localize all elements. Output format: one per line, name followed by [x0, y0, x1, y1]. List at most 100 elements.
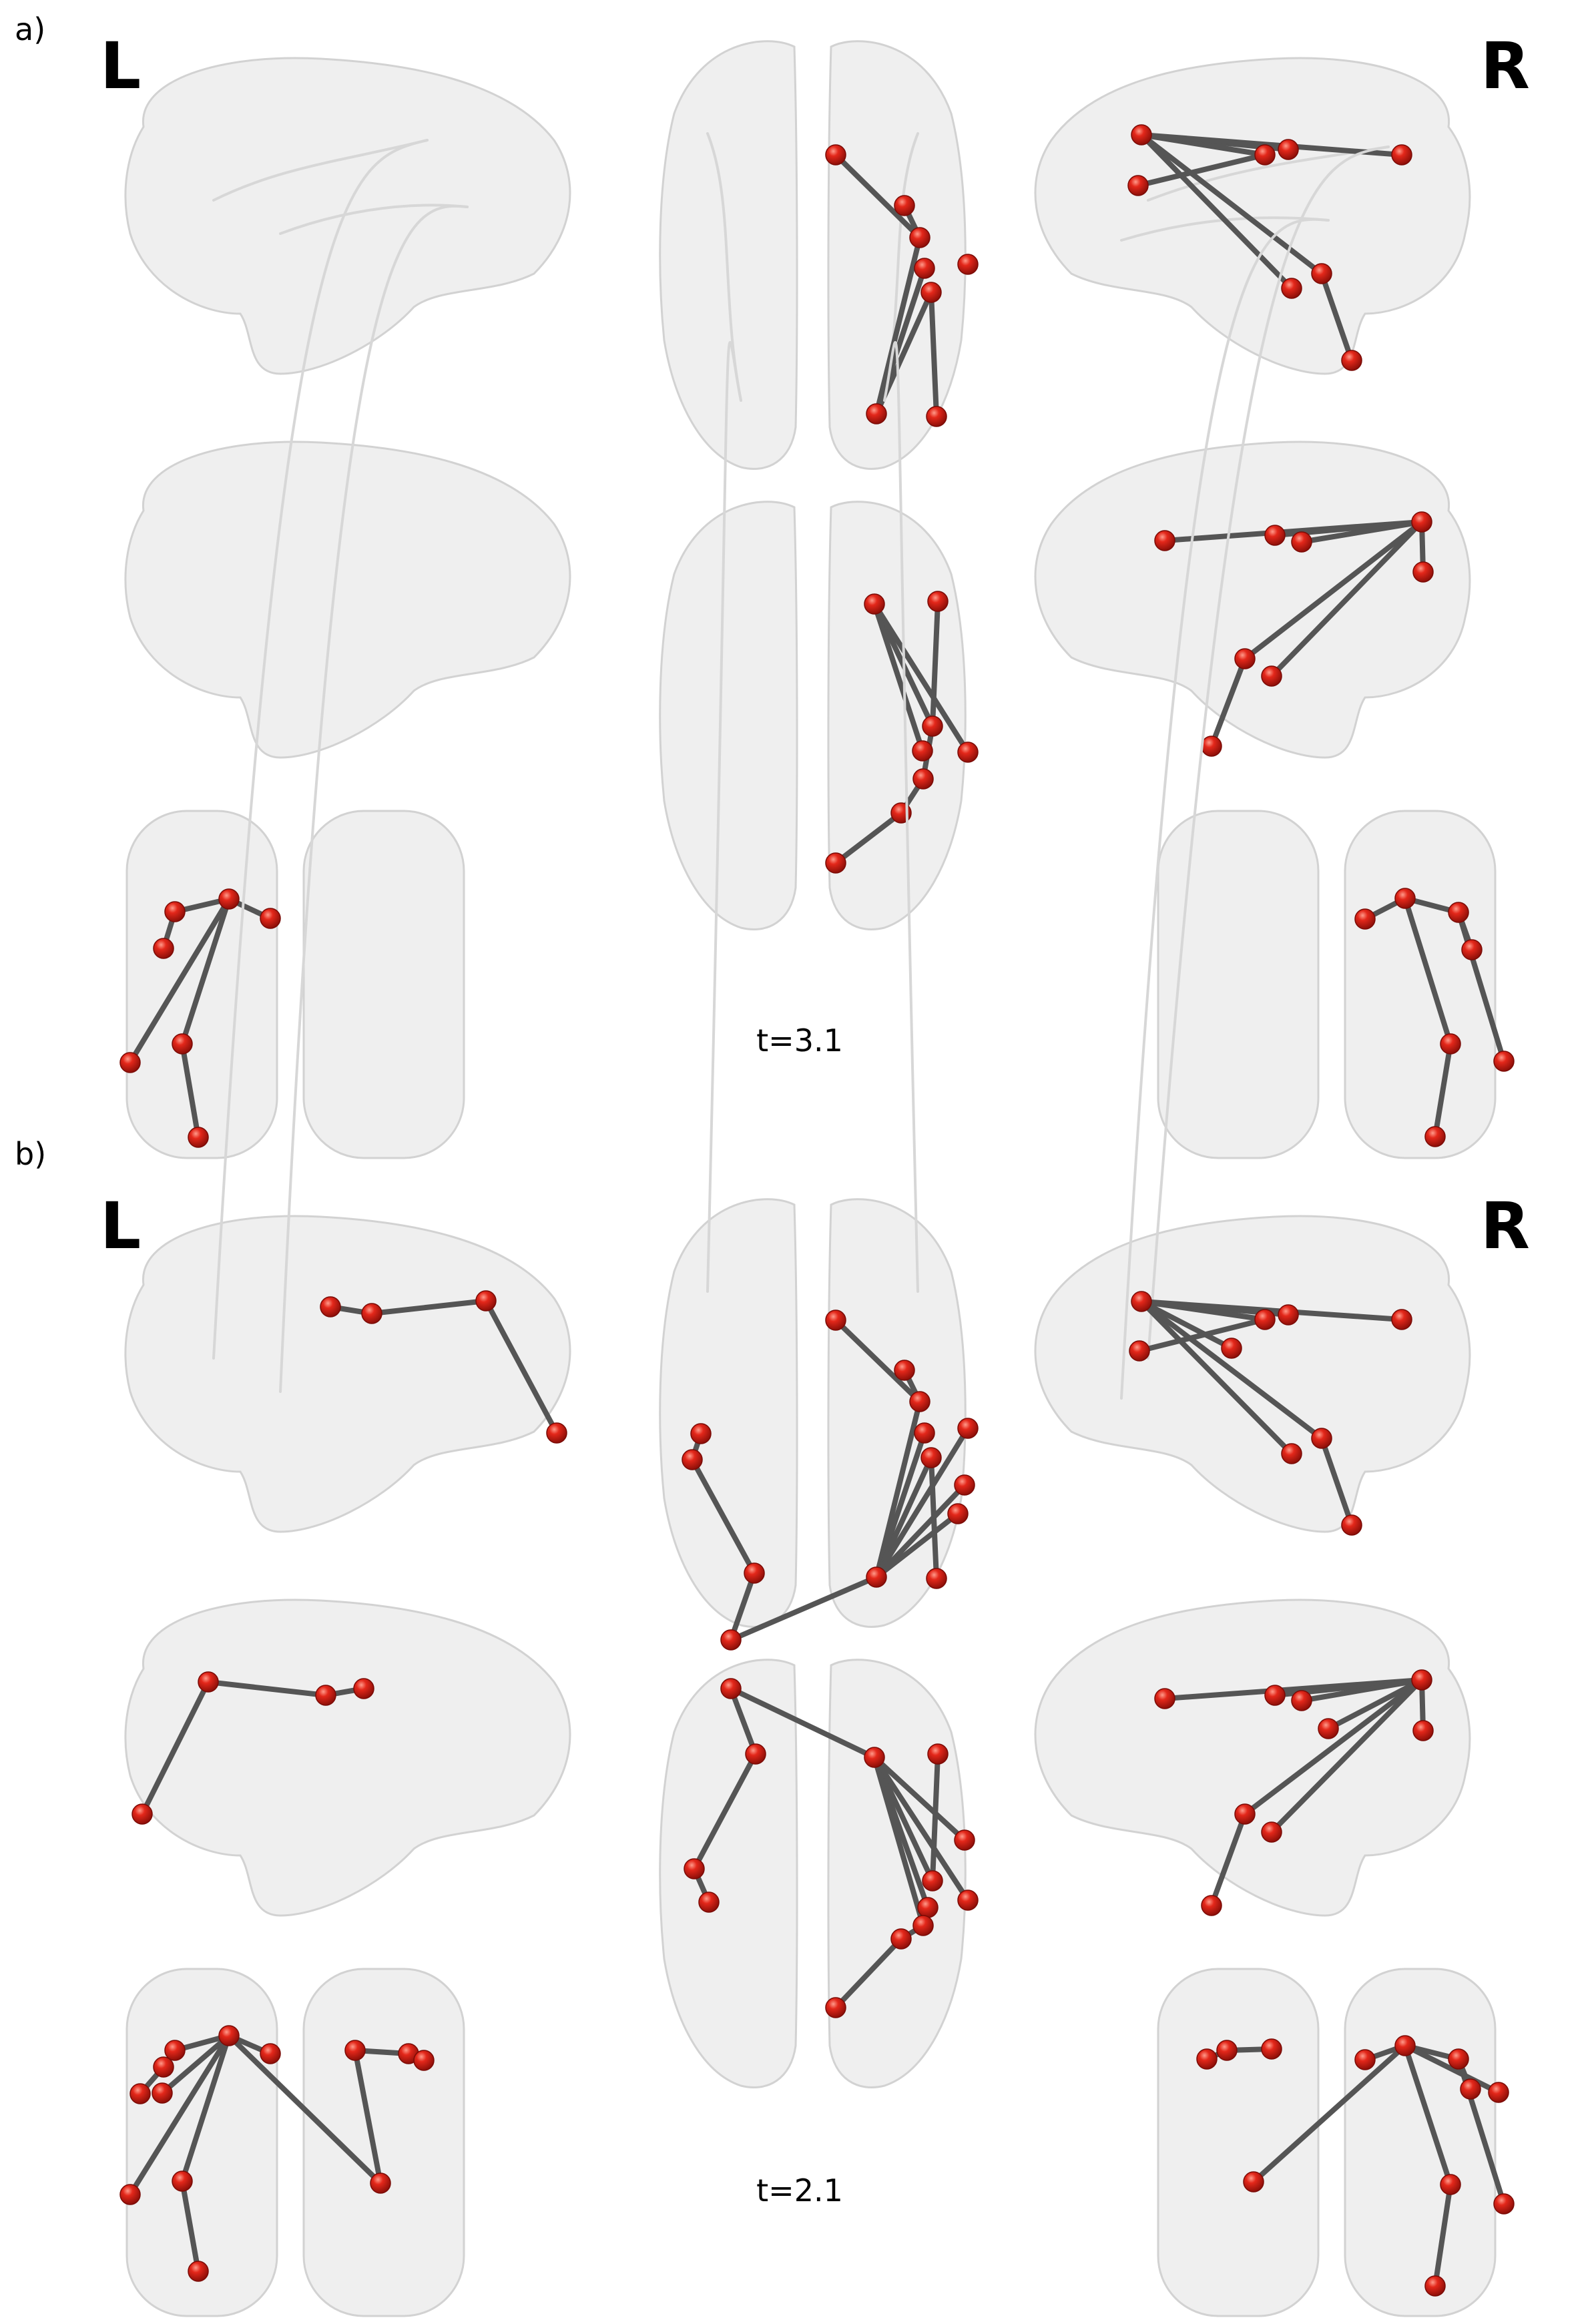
panel-a-sulcus-line: [279, 204, 469, 235]
panel-a-region-node: [1341, 350, 1362, 371]
panel-a-region-node: [912, 740, 933, 762]
panel-a-left-hemisphere-label: L: [100, 29, 141, 103]
panel-b-sulcus-line: [212, 139, 429, 1360]
panel-a-connection-edge: [1135, 152, 1268, 188]
panel-b-connection-edge: [833, 1318, 922, 1404]
panel-a-region-node: [926, 406, 947, 427]
panel-a-connection-edge: [1319, 271, 1354, 363]
panel-b-region-node: [1448, 2048, 1469, 2070]
panel-a-region-node: [1201, 736, 1222, 757]
panel-b-region-node: [1281, 1443, 1302, 1464]
panel-b-region-node: [1411, 1669, 1432, 1691]
panel-b-region-node: [546, 1422, 567, 1444]
panel-b-region-node: [188, 2261, 209, 2282]
panel-a-connection-edge: [180, 1041, 201, 1140]
panel-b-sulcus-line: [883, 341, 919, 1293]
panel-a-label: a): [15, 11, 45, 47]
panel-a-connection-edge: [1402, 896, 1453, 1047]
panel-a-region-node: [260, 908, 281, 929]
panel-b-sulcus-line: [279, 204, 469, 1393]
panel-b-connection-edge: [874, 1482, 967, 1580]
panel-a-region-node: [920, 282, 942, 303]
panel-b-connection-edge: [874, 1426, 971, 1580]
panel-b-region-node: [864, 1747, 885, 1768]
panel-b-region-node: [720, 1678, 742, 1699]
panel-a-connection-edge: [1432, 1041, 1453, 1139]
panel-a-region-node: [1254, 144, 1276, 166]
panel-b-frontal-right-brain: [302, 1968, 465, 2317]
panel-b-connection-edge: [872, 1755, 926, 1928]
panel-b-region-node: [1129, 1340, 1150, 1362]
panel-a-region-node: [1127, 175, 1149, 196]
panel-b-region-node: [1261, 1821, 1282, 1843]
panel-a-region-node: [866, 403, 887, 424]
panel-b-region-node: [1264, 1685, 1286, 1706]
panel-a-connection-edge: [1299, 519, 1424, 545]
panel-b-sulcus-line: [1120, 218, 1330, 1400]
panel-b-region-node: [370, 2172, 391, 2194]
panel-a-connection-edge: [833, 810, 904, 866]
panel-b-region-node: [315, 1685, 336, 1706]
panel-b-connection-edge: [127, 2033, 232, 2197]
panel-a-region-node: [922, 715, 943, 737]
panel-b-connection-edge: [874, 1430, 927, 1580]
panel-b-axial-top-left-hemisphere: [659, 1198, 798, 1628]
panel-b-region-node: [690, 1423, 712, 1444]
panel-a-region-node: [1411, 511, 1432, 533]
panel-b-connection-edge: [1269, 1677, 1424, 1835]
panel-b-region-node: [361, 1303, 382, 1324]
panel-b-region-node: [957, 1890, 979, 1911]
panel-b-region-node: [912, 1915, 934, 1936]
panel-a-right-lateral-brain: [1034, 57, 1471, 375]
panel-a-connection-edge: [1139, 132, 1324, 276]
panel-a-region-node: [1412, 561, 1434, 583]
panel-b-connection-edge: [1251, 2043, 1408, 2185]
panel-b-region-node: [720, 1629, 742, 1651]
panel-a-region-node: [1261, 665, 1282, 687]
panel-b-connection-edge: [206, 1679, 328, 1698]
panel-b-connection-edge: [728, 1686, 877, 1760]
panel-a-region-node: [914, 258, 935, 279]
panel-a-region-node: [825, 144, 846, 166]
panel-a-region-node: [119, 1052, 141, 1073]
panel-a-connection-edge: [1242, 519, 1424, 661]
panel-b-networks: [119, 139, 1515, 2317]
panel-b-posterior-right-brain: [1344, 1968, 1497, 2317]
panel-b-threshold-label: t=2.1: [756, 2172, 843, 2209]
panel-a-connection-edge: [833, 152, 922, 240]
panel-b-region-node: [153, 2056, 174, 2078]
panel-a-connection-edge: [1139, 132, 1404, 158]
panel-b-right-medial-brain: [1034, 1599, 1471, 1917]
panel-a-connection-edge: [872, 601, 925, 754]
panel-b-region-node: [1221, 1338, 1242, 1359]
panel-b-region-node: [698, 1892, 720, 1913]
panel-b-right-lateral-brain: [1034, 1215, 1471, 1533]
panel-a-region-node: [1440, 1033, 1461, 1055]
panel-a-threshold-label: t=3.1: [756, 1023, 843, 1059]
panel-b-connection-edge: [930, 1751, 941, 1883]
panel-a-region-node: [894, 195, 915, 216]
panel-b-left-medial-brain: [124, 1599, 571, 1917]
panel-b-region-node: [353, 1678, 374, 1699]
panel-b-region-node: [172, 2170, 193, 2192]
panel-a-region-node: [172, 1033, 193, 1055]
panel-a-region-node: [1234, 648, 1256, 669]
panel-b-region-node: [1394, 2035, 1416, 2056]
panel-b-left-lateral-brain: [124, 1215, 571, 1533]
panel-b-connection-edge: [872, 1755, 967, 1843]
panel-a-region-node: [1493, 1051, 1515, 1072]
panel-b-connection-edge: [728, 1574, 879, 1643]
panel-b-connection-edge: [874, 1511, 961, 1580]
panel-b-region-node: [475, 1290, 497, 1312]
panel-a-connection-edge: [872, 601, 971, 755]
panel-a-region-node: [1354, 908, 1376, 930]
panel-b-region-node: [917, 1897, 939, 1918]
panel-b-region-node: [1196, 2048, 1218, 2070]
panel-b-region-node: [866, 1566, 887, 1588]
panel-b-region-node: [1318, 1718, 1339, 1739]
panel-a-region-node: [1391, 144, 1412, 166]
panel-b-region-node: [1424, 2275, 1446, 2297]
panel-a-axial-top-right-hemisphere: [827, 40, 967, 470]
panel-b-region-node: [894, 1360, 915, 1381]
panel-a-region-node: [909, 227, 930, 248]
